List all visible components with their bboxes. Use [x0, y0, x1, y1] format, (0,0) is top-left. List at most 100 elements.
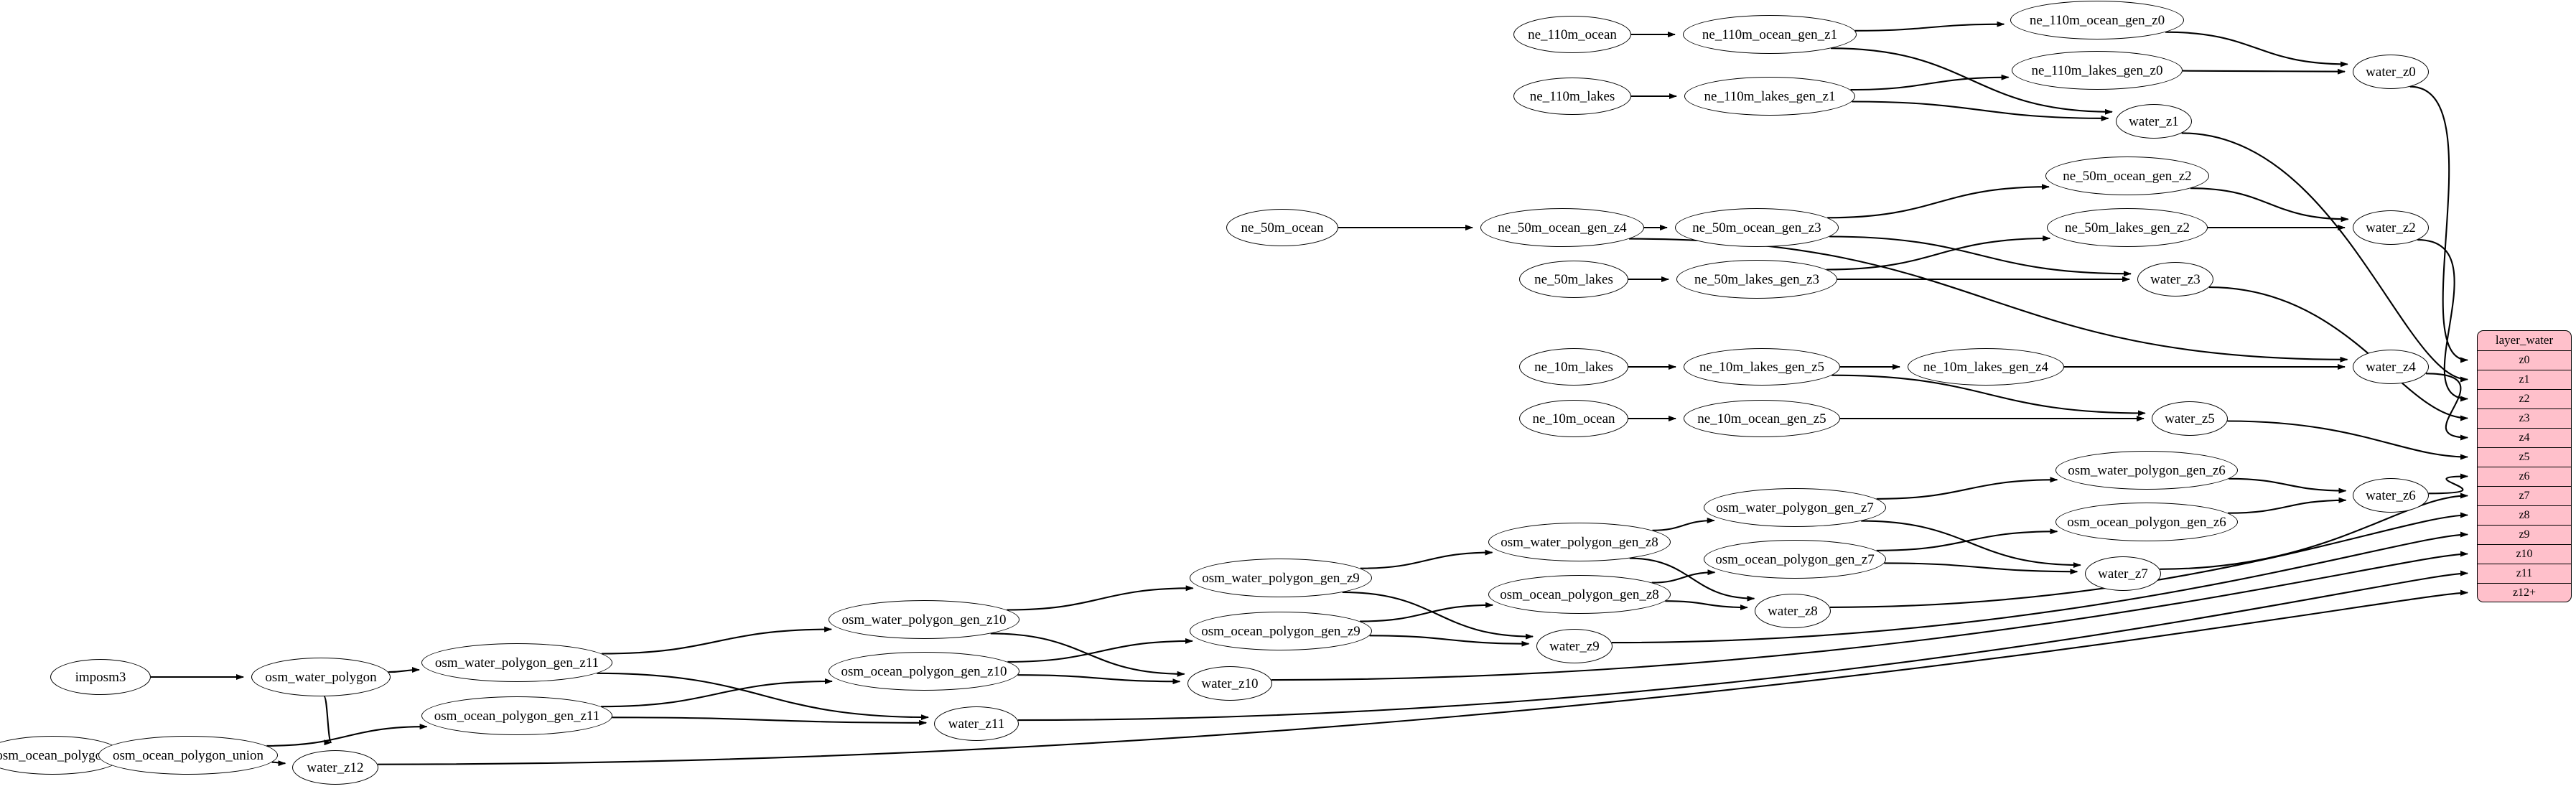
node-osm_water_polygon_gen_z6[interactable]: osm_water_polygon_gen_z6: [2055, 451, 2238, 490]
node-imposm3[interactable]: imposm3: [50, 659, 151, 695]
node-label: osm_ocean_polygon: [0, 747, 109, 763]
node-osm_water_polygon_gen_z9[interactable]: osm_water_polygon_gen_z9: [1190, 559, 1372, 597]
node-ne_110m_lakes[interactable]: ne_110m_lakes: [1513, 78, 1631, 115]
edge: [1007, 638, 1193, 663]
edge: [1850, 74, 2010, 91]
node-ne_10m_ocean[interactable]: ne_10m_ocean: [1519, 400, 1628, 437]
node-label: ne_110m_lakes_gen_z0: [2031, 62, 2163, 78]
node-label: osm_ocean_polygon_union: [112, 747, 264, 763]
edge: [323, 695, 332, 746]
edge: [1629, 557, 1755, 602]
node-label: osm_water_polygon: [265, 669, 377, 685]
table-row-z2[interactable]: z2: [2478, 390, 2571, 409]
node-label: ne_10m_ocean_gen_z5: [1697, 411, 1826, 426]
node-ne_50m_lakes_gen_z3[interactable]: ne_50m_lakes_gen_z3: [1676, 260, 1837, 299]
node-water_z7[interactable]: water_z7: [2085, 556, 2161, 591]
edge: [2165, 31, 2348, 67]
node-label: osm_water_polygon_gen_z6: [2068, 462, 2226, 478]
table-row-z11[interactable]: z11: [2478, 564, 2571, 584]
node-osm_ocean_polygon_union[interactable]: osm_ocean_polygon_union: [98, 736, 278, 775]
node-label: ne_50m_ocean_gen_z4: [1498, 220, 1627, 235]
node-ne_110m_lakes_gen_z1[interactable]: ne_110m_lakes_gen_z1: [1684, 77, 1855, 116]
edge: [1017, 674, 1181, 685]
edge: [2160, 492, 2468, 570]
node-water_z6[interactable]: water_z6: [2353, 478, 2429, 513]
node-osm_water_polygon_gen_z7[interactable]: osm_water_polygon_gen_z7: [1704, 488, 1886, 527]
node-ne_50m_ocean_gen_z3[interactable]: ne_50m_ocean_gen_z3: [1675, 208, 1839, 247]
node-water_z1[interactable]: water_z1: [2116, 104, 2192, 139]
edge: [1007, 585, 1194, 611]
node-osm_water_polygon[interactable]: osm_water_polygon: [251, 658, 391, 696]
node-water_z12[interactable]: water_z12: [292, 750, 378, 785]
node-label: water_z11: [948, 716, 1005, 732]
node-osm_water_polygon_gen_z8[interactable]: osm_water_polygon_gen_z8: [1488, 523, 1671, 561]
edge: [2425, 373, 2468, 441]
node-osm_water_polygon_gen_z10[interactable]: osm_water_polygon_gen_z10: [829, 600, 1019, 639]
node-label: water_z7: [2098, 566, 2148, 582]
node-water_z2[interactable]: water_z2: [2353, 210, 2429, 245]
node-osm_ocean_polygon_gen_z6[interactable]: osm_ocean_polygon_gen_z6: [2055, 503, 2238, 541]
node-label: ne_110m_lakes_gen_z1: [1704, 88, 1836, 104]
node-label: water_z6: [2366, 487, 2416, 503]
node-osm_ocean_polygon_gen_z10[interactable]: osm_ocean_polygon_gen_z10: [829, 652, 1019, 691]
node-ne_110m_ocean_gen_z0[interactable]: ne_110m_ocean_gen_z0: [2010, 1, 2184, 39]
edge: [1017, 570, 2468, 722]
node-osm_ocean_polygon_gen_z11[interactable]: osm_ocean_polygon_gen_z11: [421, 696, 612, 735]
node-label: ne_110m_ocean_gen_z0: [2029, 12, 2165, 28]
node-label: osm_water_polygon_gen_z7: [1716, 500, 1874, 515]
edge: [1665, 600, 1748, 611]
node-water_z3[interactable]: water_z3: [2137, 262, 2213, 297]
edge: [266, 724, 428, 747]
table-row-z0[interactable]: z0: [2478, 351, 2571, 370]
node-osm_ocean_polygon_gen_z8[interactable]: osm_ocean_polygon_gen_z8: [1488, 575, 1671, 614]
node-ne_10m_lakes[interactable]: ne_10m_lakes: [1519, 348, 1628, 386]
node-ne_50m_lakes[interactable]: ne_50m_lakes: [1519, 261, 1628, 298]
node-ne_110m_ocean[interactable]: ne_110m_ocean: [1513, 16, 1631, 53]
node-osm_water_polygon_gen_z11[interactable]: osm_water_polygon_gen_z11: [421, 643, 612, 682]
node-ne_110m_ocean_gen_z1[interactable]: ne_110m_ocean_gen_z1: [1683, 15, 1857, 54]
table-row-z10[interactable]: z10: [2478, 545, 2571, 564]
node-water_z9[interactable]: water_z9: [1536, 629, 1613, 663]
node-water_z8[interactable]: water_z8: [1755, 594, 1831, 628]
table-row-z5[interactable]: z5: [2478, 448, 2571, 467]
edge: [1830, 47, 2113, 115]
node-water_z11[interactable]: water_z11: [934, 706, 1019, 741]
edge: [2190, 187, 2349, 223]
node-ne_10m_lakes_gen_z4[interactable]: ne_10m_lakes_gen_z4: [1908, 348, 2064, 386]
table-row-z12+[interactable]: z12+: [2512, 587, 2537, 599]
table-row-z1[interactable]: z1: [2478, 370, 2571, 390]
table-row-z9[interactable]: z9: [2478, 526, 2571, 545]
edge: [1360, 549, 1493, 569]
node-label: osm_ocean_polygon_gen_z7: [1715, 551, 1875, 567]
node-water_z5[interactable]: water_z5: [2152, 401, 2228, 436]
table-row-z3[interactable]: z3: [2478, 409, 2571, 429]
node-water_z10[interactable]: water_z10: [1187, 666, 1272, 701]
node-ne_110m_lakes_gen_z0[interactable]: ne_110m_lakes_gen_z0: [2012, 51, 2183, 90]
table-row-z8[interactable]: z8: [2478, 506, 2571, 526]
node-label: ne_50m_lakes_gen_z3: [1694, 271, 1820, 287]
node-label: water_z1: [2129, 113, 2179, 129]
node-water_z0[interactable]: water_z0: [2353, 55, 2429, 89]
node-ne_10m_ocean_gen_z5[interactable]: ne_10m_ocean_gen_z5: [1684, 400, 1840, 437]
node-osm_ocean_polygon_gen_z7[interactable]: osm_ocean_polygon_gen_z7: [1704, 540, 1886, 579]
edge: [1369, 635, 1530, 647]
table-row-z4[interactable]: z4: [2478, 429, 2571, 448]
node-ne_50m_ocean_gen_z2[interactable]: ne_50m_ocean_gen_z2: [2045, 157, 2209, 195]
edge: [2229, 477, 2347, 494]
node-osm_ocean_polygon[interactable]: osm_ocean_polygon: [0, 736, 123, 775]
edge: [612, 716, 928, 726]
table-row-z7[interactable]: z7: [2478, 487, 2571, 506]
edge: [1861, 520, 2081, 569]
edge: [2208, 286, 2468, 421]
node-ne_50m_ocean_gen_z4[interactable]: ne_50m_ocean_gen_z4: [1480, 208, 1644, 247]
edge: [1611, 531, 2468, 644]
node-osm_ocean_polygon_gen_z9[interactable]: osm_ocean_polygon_gen_z9: [1190, 612, 1372, 650]
node-ne_50m_ocean[interactable]: ne_50m_ocean: [1226, 209, 1338, 246]
node-ne_50m_lakes_gen_z2[interactable]: ne_50m_lakes_gen_z2: [2047, 208, 2208, 247]
node-ne_10m_lakes_gen_z5[interactable]: ne_10m_lakes_gen_z5: [1684, 348, 1840, 386]
node-water_z4[interactable]: water_z4: [2353, 350, 2429, 384]
table-row-z6[interactable]: z6: [2478, 467, 2571, 487]
edge: [597, 672, 929, 721]
